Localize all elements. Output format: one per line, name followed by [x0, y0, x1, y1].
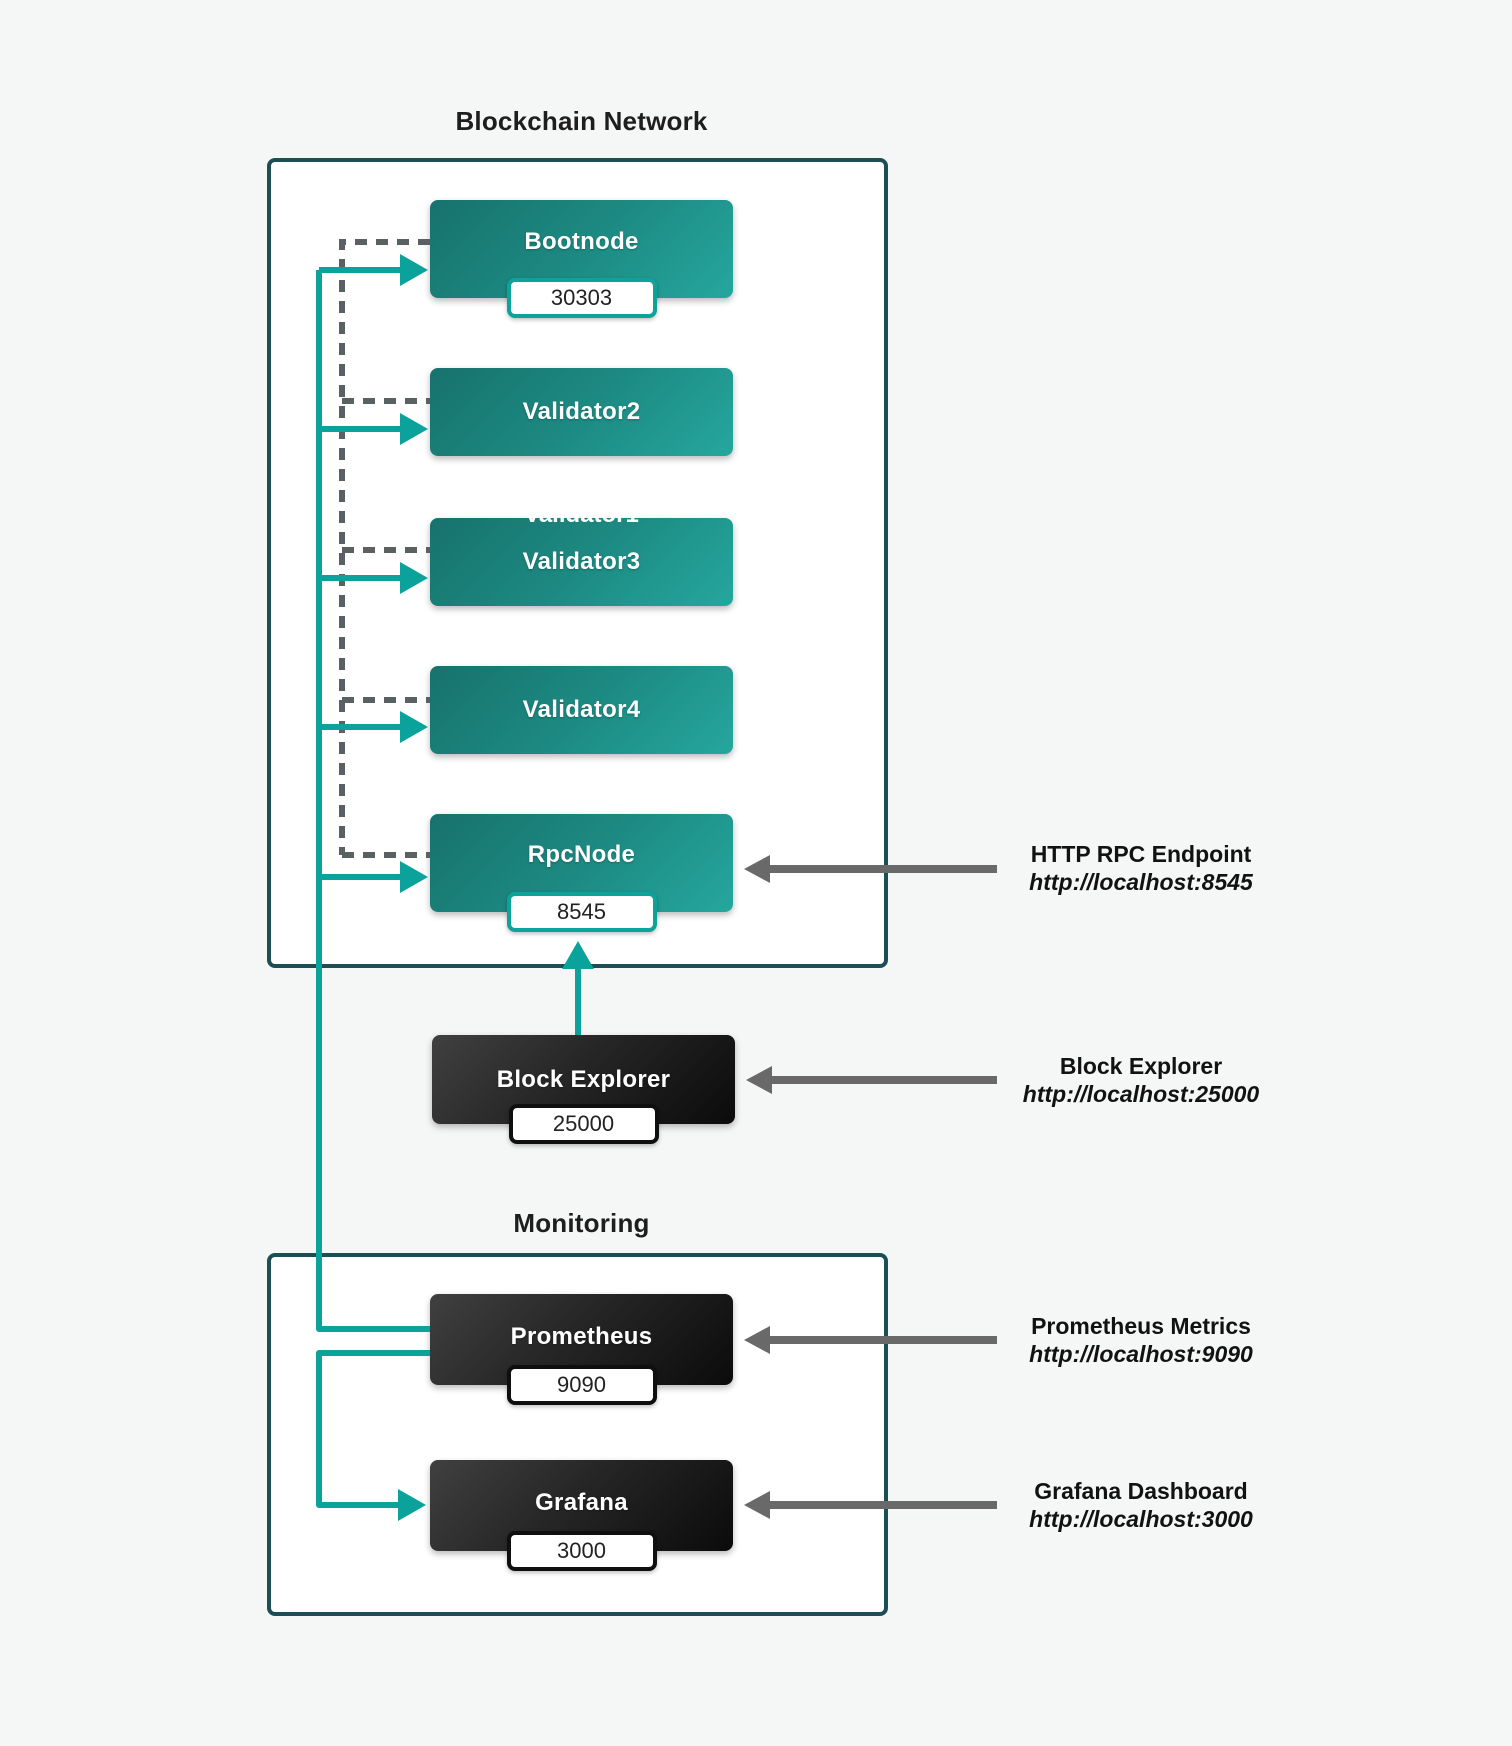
endpoint-grafana-title: Grafana Dashboard	[1034, 1478, 1248, 1504]
arrowhead-rpcnode	[400, 861, 428, 893]
endpoint-label-explorer: Block Explorer http://localhost:25000	[941, 1052, 1341, 1108]
arrowhead-validator4	[400, 711, 428, 743]
endpoint-label-rpc: HTTP RPC Endpoint http://localhost:8545	[941, 840, 1341, 896]
gray-arrowhead-grafana	[744, 1491, 770, 1519]
gray-endpoint-arrows	[744, 855, 997, 1519]
gray-arrowhead-prometheus	[744, 1326, 770, 1354]
node-rpcnode-port-badge: 8545	[506, 892, 657, 932]
arrowhead-grafana	[398, 1489, 426, 1521]
node-bootnode-label: Bootnode	[524, 228, 639, 255]
endpoint-rpc-title: HTTP RPC Endpoint	[1030, 841, 1252, 867]
teal-prometheus-to-grafana	[316, 1350, 430, 1508]
network-section-title: Blockchain Network	[455, 106, 708, 136]
node-block-explorer-label: Block Explorer	[496, 1065, 671, 1093]
endpoint-explorer-title: Block Explorer	[1059, 1053, 1223, 1079]
node-validator3-label: Validator3	[522, 548, 641, 575]
endpoint-rpc-url: http://localhost:8545	[1029, 869, 1253, 895]
node-rpcnode-label: RpcNode	[527, 841, 636, 868]
endpoint-prometheus-url: http://localhost:9090	[1029, 1341, 1253, 1367]
node-validator4[interactable]: Validator4	[430, 666, 733, 754]
endpoint-grafana-url: http://localhost:3000	[1029, 1506, 1253, 1532]
node-validator3[interactable]: Validator3	[430, 518, 733, 606]
node-bootnode[interactable]: Bootnode 30303	[430, 200, 733, 318]
teal-arrowheads	[398, 254, 594, 1521]
node-grafana-label: Grafana	[535, 1488, 628, 1516]
arrowhead-validator3	[400, 562, 428, 594]
gray-arrowhead-explorer	[746, 1066, 772, 1094]
node-validator4-label: Validator4	[522, 696, 641, 723]
node-grafana[interactable]: Grafana 3000	[430, 1460, 733, 1571]
node-grafana-port-badge: 3000	[506, 1531, 657, 1571]
node-block-explorer-port-badge: 25000	[508, 1104, 659, 1144]
dashed-trunk	[339, 239, 430, 855]
arrowhead-rpc-port	[562, 941, 594, 969]
node-validator2[interactable]: Validator2	[430, 368, 733, 456]
node-bootnode-port-badge: 30303	[506, 278, 657, 318]
endpoint-explorer-url: http://localhost:25000	[1022, 1081, 1260, 1107]
teal-links	[316, 254, 594, 1521]
teal-trunk-to-prometheus	[316, 270, 430, 1332]
monitoring-section-title: Monitoring	[513, 1208, 650, 1238]
endpoint-label-prometheus: Prometheus Metrics http://localhost:9090	[941, 1312, 1341, 1368]
arrowhead-validator2	[400, 413, 428, 445]
gray-arrowhead-rpc	[744, 855, 770, 883]
dashed-peer-links	[339, 239, 430, 858]
node-prometheus[interactable]: Prometheus 9090	[430, 1294, 733, 1405]
node-prometheus-port-badge: 9090	[506, 1365, 657, 1405]
arrowhead-bootnode	[400, 254, 428, 286]
endpoint-label-grafana: Grafana Dashboard http://localhost:3000	[941, 1477, 1341, 1533]
endpoint-prometheus-title: Prometheus Metrics	[1031, 1313, 1251, 1339]
node-prometheus-label: Prometheus	[510, 1322, 653, 1350]
node-validator2-label: Validator2	[522, 398, 641, 425]
node-block-explorer[interactable]: Block Explorer 25000	[432, 1035, 735, 1144]
node-rpcnode[interactable]: RpcNode 8545	[430, 814, 733, 932]
